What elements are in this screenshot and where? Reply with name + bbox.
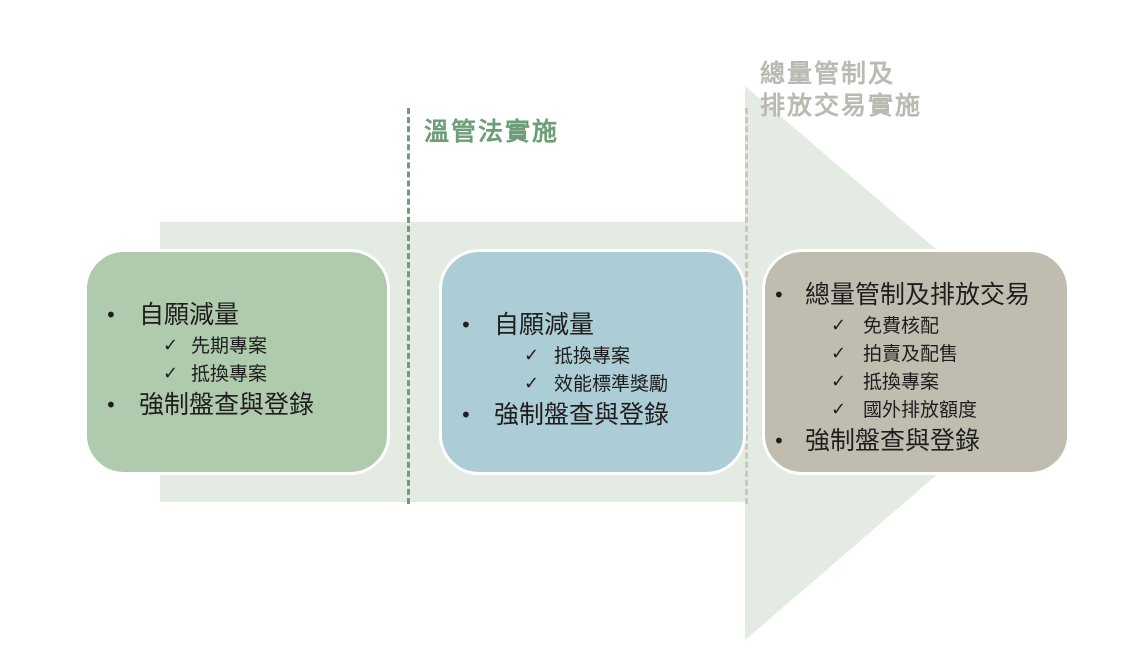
check-item: 拍賣及配售 — [765, 340, 1067, 368]
check-item: 先期專案 — [87, 332, 387, 360]
phase-label-cap-and-trade: 總量管制及 排放交易實施 — [760, 58, 922, 122]
stage-box-2: 自願減量 抵換專案 效能標準獎勵 強制盤查與登錄 — [439, 249, 746, 475]
check-item: 抵換專案 — [442, 342, 743, 370]
check-item: 效能標準獎勵 — [442, 370, 743, 398]
bullet-item: 強制盤查與登錄 — [442, 398, 743, 432]
check-item: 免費核配 — [765, 312, 1067, 340]
bullet-item: 自願減量 — [442, 308, 743, 342]
bullet-item: 強制盤查與登錄 — [765, 424, 1067, 458]
bullet-item: 總量管制及排放交易 — [765, 278, 1067, 312]
check-item: 抵換專案 — [765, 368, 1067, 396]
phase-label-line-2: 排放交易實施 — [760, 91, 923, 120]
phase-label-greenhouse-act: 溫管法實施 — [424, 117, 560, 146]
bullet-item: 自願減量 — [87, 298, 387, 332]
phase-divider-2 — [745, 108, 748, 504]
bullet-item: 強制盤查與登錄 — [87, 388, 387, 422]
phase-label-line-1: 總量管制及 — [760, 59, 896, 88]
stage-box-1: 自願減量 先期專案 抵換專案 強制盤查與登錄 — [84, 249, 390, 475]
phase-divider-1 — [407, 108, 410, 504]
check-item: 抵換專案 — [87, 360, 387, 388]
stage-box-3: 總量管制及排放交易 免費核配 拍賣及配售 抵換專案 國外排放額度 強制盤查與登錄 — [762, 249, 1070, 475]
check-item: 國外排放額度 — [765, 396, 1067, 424]
